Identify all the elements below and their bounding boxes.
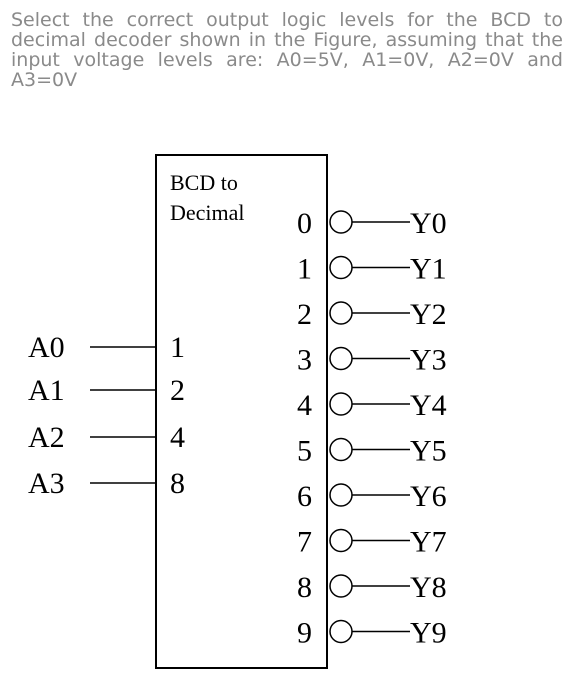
input-1: A1 2 [28,374,185,407]
output-label: Y6 [410,480,447,513]
input-weight: 2 [170,374,185,407]
output-0: 0 Y0 [297,207,447,240]
inversion-bubble [329,619,353,644]
output-label: Y8 [410,571,447,604]
output-5: 5 Y5 [297,435,447,468]
input-weight: 1 [170,331,185,364]
inversion-bubble [329,255,353,280]
inputs-group: A0 1A1 2A2 4A3 8 [28,331,185,500]
output-pin-number: 6 [297,480,312,513]
outputs-group: 0 Y0 1 Y1 2 Y2 3 Y3 4 Y4 5 Y5 6 Y6 7 Y7 8 Y8 9 Y9 [297,207,447,650]
decoder-block [155,154,328,669]
output-label: Y2 [410,298,447,331]
output-pin-number: 0 [297,207,312,240]
input-label: A3 [28,467,65,500]
input-label: A2 [28,421,65,454]
output-label: Y3 [410,344,447,377]
output-9: 9 Y9 [297,617,447,650]
input-weight: 8 [170,467,185,500]
input-2: A2 4 [28,421,185,454]
output-7: 7 Y7 [297,526,447,559]
inversion-bubble [329,528,353,553]
output-label: Y5 [410,435,447,468]
output-2: 2 Y2 [297,298,447,331]
output-label: Y7 [410,526,447,559]
output-pin-number: 2 [297,298,312,331]
output-label: Y0 [410,207,447,240]
inversion-bubble [329,392,353,416]
output-label: Y9 [410,617,447,650]
inversion-bubble [329,483,353,507]
output-pin-number: 3 [297,344,312,377]
input-label: A0 [28,331,65,364]
inversion-bubble [329,346,353,371]
output-pin-number: 9 [297,617,312,650]
input-3: A3 8 [28,467,185,500]
output-pin-number: 4 [297,389,312,422]
inversion-bubble [329,210,353,234]
decoder-title-line2: Decimal [170,200,245,225]
inversion-bubble [329,301,353,325]
decoder-title-line1: BCD to [170,170,238,195]
output-pin-number: 8 [297,571,312,604]
inversion-bubble [329,574,353,598]
output-label: Y4 [410,389,447,422]
input-0: A0 1 [28,331,185,364]
output-pin-number: 1 [297,253,312,286]
output-8: 8 Y8 [297,571,447,604]
output-6: 6 Y6 [297,480,447,513]
output-label: Y1 [410,253,447,286]
output-pin-number: 7 [297,526,312,559]
input-label: A1 [28,374,65,407]
output-4: 4 Y4 [297,389,447,422]
input-weight: 4 [170,421,185,454]
question-text: Select the correct output logic levels f… [11,9,563,91]
output-pin-number: 5 [297,435,312,468]
output-3: 3 Y3 [297,344,447,377]
inversion-bubble [329,437,353,462]
output-1: 1 Y1 [297,253,447,286]
